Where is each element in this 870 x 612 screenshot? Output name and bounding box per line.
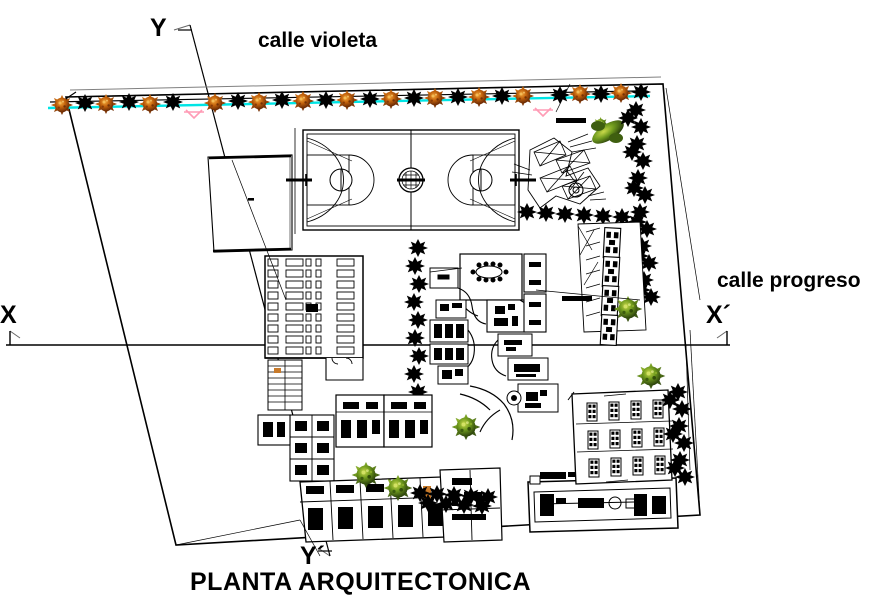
south-wing [299, 467, 503, 543]
service-rooms [257, 394, 433, 482]
section-line-x [6, 330, 730, 346]
central-building [429, 253, 641, 441]
section-label-x-right: X´ [706, 301, 731, 329]
street-tree-row-north [51, 83, 651, 115]
bottom-right-building [527, 472, 679, 533]
empty-plot [207, 154, 293, 253]
street-label-north: calle violeta [258, 29, 378, 52]
apartment-block [264, 255, 364, 381]
section-label-y-top: Y [150, 14, 167, 42]
north-sidewalk [47, 76, 664, 110]
playground [511, 118, 607, 209]
stair-core [267, 359, 303, 411]
section-label-x-left: X [0, 301, 17, 329]
basketball-court [286, 128, 536, 234]
curb-ramp-2 [533, 107, 553, 118]
curb-ramp [184, 109, 204, 120]
drawing-title: PLANTA ARQUITECTONICA [190, 568, 532, 596]
playground-shrubs [591, 117, 624, 144]
parking-lot [562, 221, 647, 346]
street-label-east: calle progreso [717, 269, 861, 292]
section-label-y-bottom: Y´ [300, 542, 325, 570]
classroom-hall [567, 389, 674, 485]
leader-lines [175, 83, 701, 557]
